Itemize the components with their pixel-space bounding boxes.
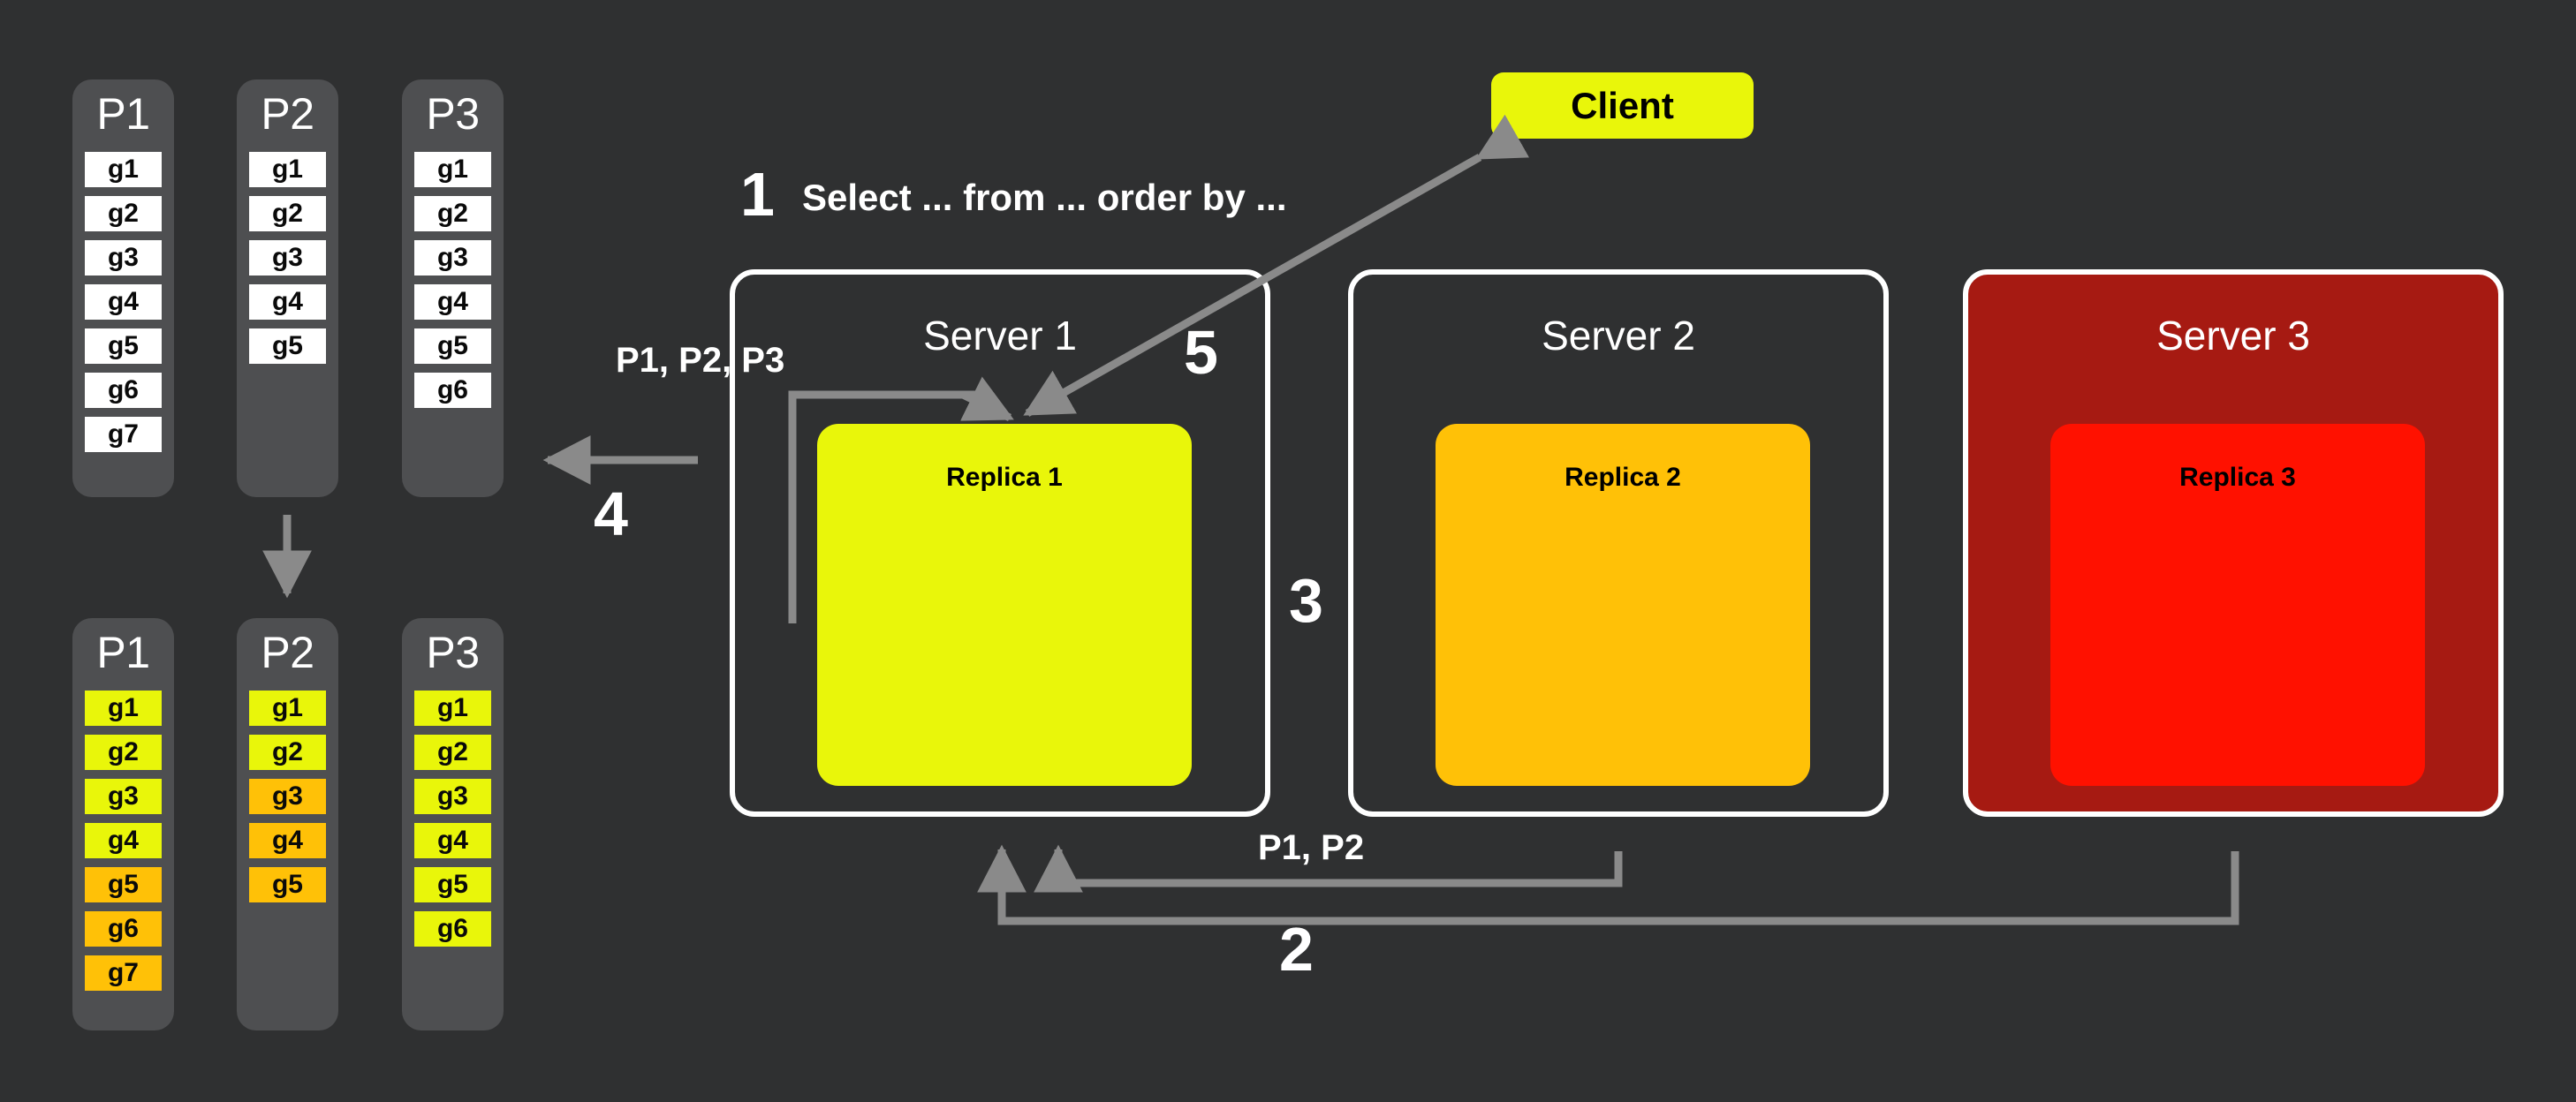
partition-cell: g3 <box>414 240 491 276</box>
partition-title: P2 <box>261 628 314 677</box>
partition-cell: g2 <box>249 735 326 770</box>
partition-cell: g1 <box>85 152 162 187</box>
partition-cell: g3 <box>249 240 326 276</box>
partition-cell: g5 <box>414 328 491 364</box>
partition-cell: g1 <box>85 691 162 726</box>
partition-cell: g2 <box>85 196 162 231</box>
partition-cell-list: g1 g2 g3 g4 g5 <box>249 691 326 911</box>
step-number-3: 3 <box>1289 566 1323 635</box>
partition-cell: g5 <box>249 867 326 902</box>
partition-cell: g3 <box>85 779 162 814</box>
server-3-box[interactable]: Server 3 Replica 3 <box>1963 269 2504 817</box>
partition-cell: g2 <box>85 735 162 770</box>
partition-cell: g4 <box>414 823 491 858</box>
partition-cell: g2 <box>414 735 491 770</box>
partition-cell: g1 <box>249 152 326 187</box>
partition-bottom-p3: P3 g1 g2 g3 g4 g5 g6 <box>402 618 504 1030</box>
step-number-4: 4 <box>594 479 628 548</box>
partition-title: P1 <box>96 89 150 139</box>
replica-3-box[interactable]: Replica 3 <box>2050 424 2425 786</box>
replica-label: Replica 1 <box>946 463 1063 492</box>
partition-cell: g2 <box>249 196 326 231</box>
label-partitions-p1p2: P1, P2 <box>1258 828 1365 867</box>
partition-cell-list: g1 g2 g3 g4 g5 g6 g7 <box>85 152 162 461</box>
partition-cell: g7 <box>85 417 162 452</box>
replica-label: Replica 3 <box>2179 463 2296 492</box>
partition-cell: g6 <box>414 911 491 947</box>
query-label: Select ... from ... order by ... <box>802 177 1287 218</box>
partition-cell-list: g1 g2 g3 g4 g5 <box>249 152 326 373</box>
partition-cell: g2 <box>414 196 491 231</box>
partition-cell: g4 <box>85 823 162 858</box>
partition-cell: g1 <box>414 691 491 726</box>
step-number-1: 1 <box>740 160 775 229</box>
partition-bottom-p1: P1 g1 g2 g3 g4 g5 g6 g7 <box>72 618 174 1030</box>
client-box[interactable]: Client <box>1491 72 1754 139</box>
partition-cell: g7 <box>85 955 162 991</box>
client-label: Client <box>1571 84 1674 126</box>
partition-cell-list: g1 g2 g3 g4 g5 g6 <box>414 691 491 955</box>
partition-top-p1: P1 g1 g2 g3 g4 g5 g6 g7 <box>72 79 174 497</box>
partition-cell: g5 <box>85 328 162 364</box>
partition-cell: g5 <box>414 867 491 902</box>
partition-cell: g4 <box>85 284 162 320</box>
partition-title: P2 <box>261 89 314 139</box>
partition-title: P1 <box>96 628 150 677</box>
partition-cell: g4 <box>249 823 326 858</box>
partition-bottom-p2: P2 g1 g2 g3 g4 g5 <box>237 618 338 1030</box>
partition-top-p3: P3 g1 g2 g3 g4 g5 g6 <box>402 79 504 497</box>
partition-cell: g6 <box>85 373 162 408</box>
partition-cell: g4 <box>414 284 491 320</box>
partition-top-p2: P2 g1 g2 g3 g4 g5 <box>237 79 338 497</box>
step-number-2: 2 <box>1279 915 1314 984</box>
partition-cell: g3 <box>85 240 162 276</box>
partition-title: P3 <box>426 628 480 677</box>
partition-cell: g6 <box>85 911 162 947</box>
label-partitions-all: P1, P2, P3 <box>616 341 785 380</box>
replica-2-box[interactable]: Replica 2 <box>1436 424 1810 786</box>
arrow-server3-to-server1 <box>977 844 2239 925</box>
replica-1-box[interactable]: Replica 1 <box>817 424 1192 786</box>
partition-cell-list: g1 g2 g3 g4 g5 g6 g7 <box>85 691 162 1000</box>
partition-cell: g1 <box>249 691 326 726</box>
partition-cell: g5 <box>249 328 326 364</box>
partition-cell: g3 <box>414 779 491 814</box>
step-number-5: 5 <box>1184 318 1218 387</box>
partition-cell-list: g1 g2 g3 g4 g5 g6 <box>414 152 491 417</box>
partition-cell: g1 <box>414 152 491 187</box>
partition-cell: g5 <box>85 867 162 902</box>
server-2-box[interactable]: Server 2 Replica 2 <box>1348 269 1889 817</box>
partition-cell: g4 <box>249 284 326 320</box>
server-title: Server 2 <box>1542 313 1695 359</box>
server-title: Server 3 <box>2156 313 2310 359</box>
partition-cell: g3 <box>249 779 326 814</box>
replica-label: Replica 2 <box>1565 463 1681 492</box>
partition-cell: g6 <box>414 373 491 408</box>
partition-title: P3 <box>426 89 480 139</box>
